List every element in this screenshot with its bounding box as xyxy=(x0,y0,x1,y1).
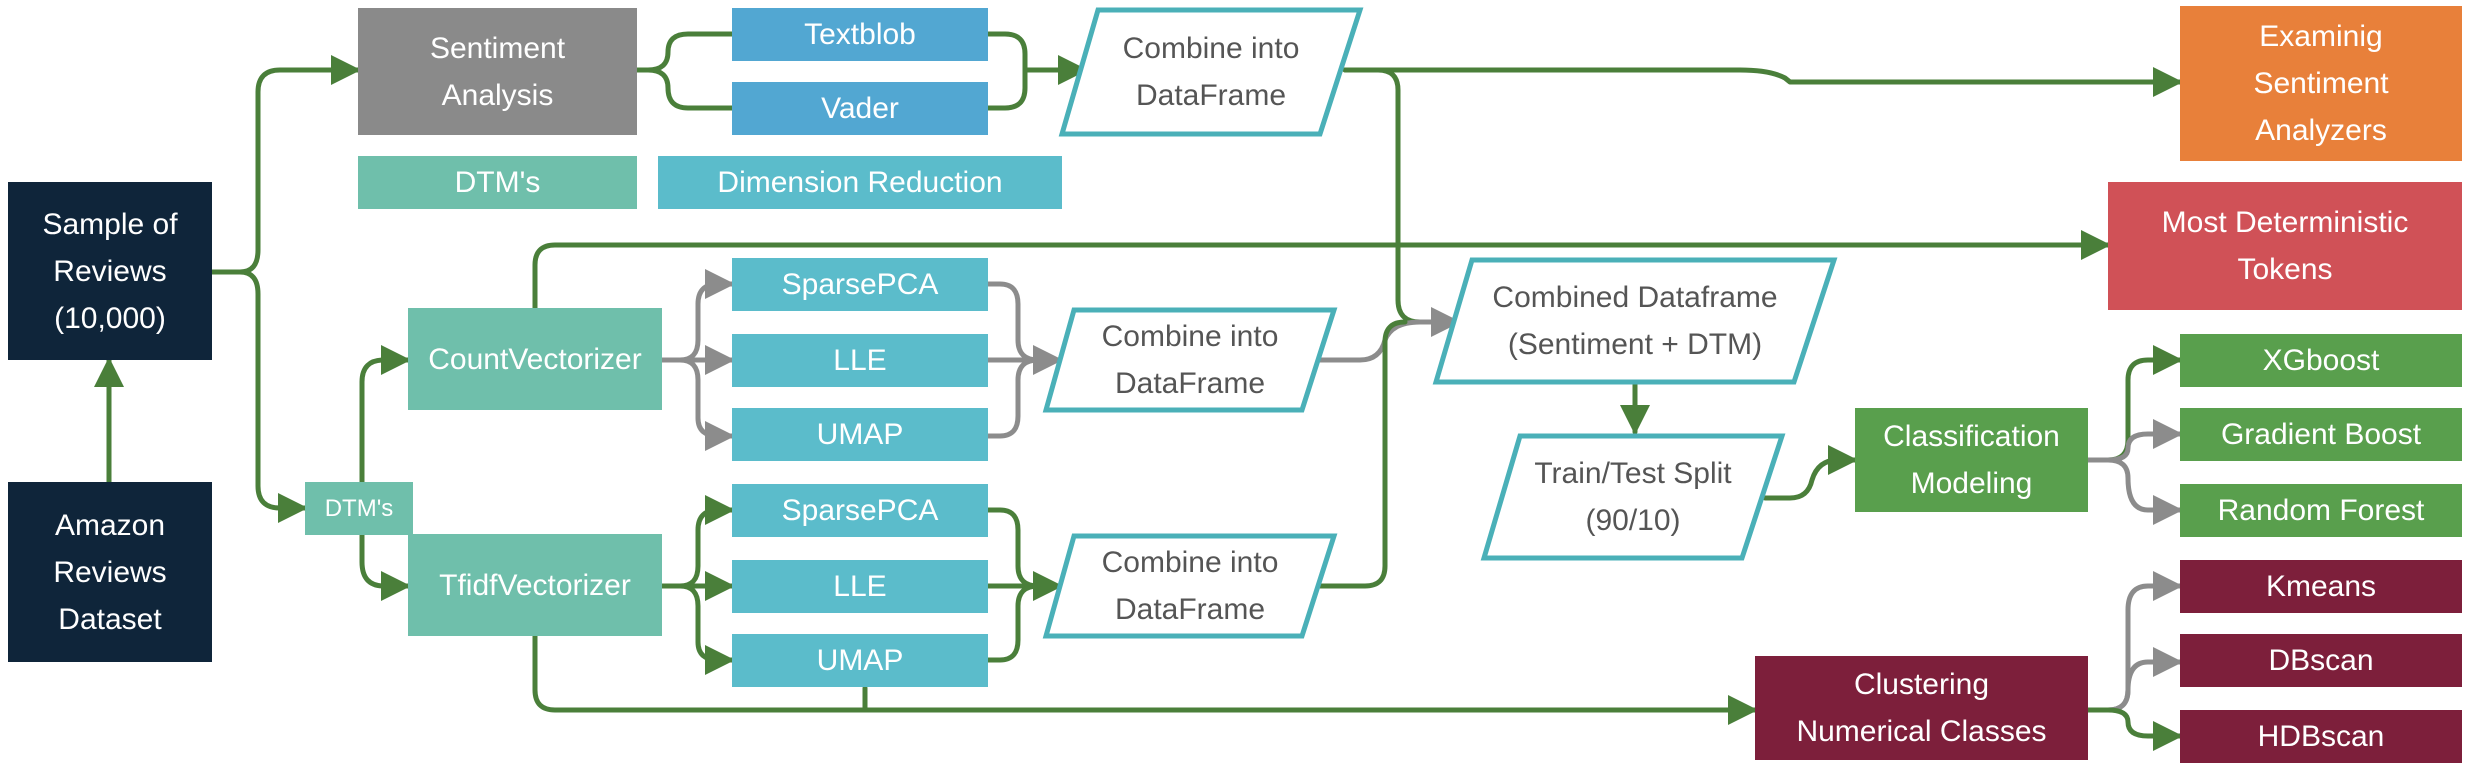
edge-clustering-to-dbscan xyxy=(2085,647,2183,713)
edge-dtms-to-count xyxy=(359,345,411,511)
edge-umap1-to-combine xyxy=(985,357,1041,439)
shape-combine-tfidf xyxy=(1042,533,1338,639)
edge-tfidf-to-umap xyxy=(659,583,735,675)
legend-dimension-reduction: Dimension Reduction xyxy=(658,156,1062,209)
node-vader: Vader xyxy=(732,82,988,135)
node-lle-count: LLE xyxy=(732,334,988,387)
node-count-vectorizer: CountVectorizer xyxy=(408,308,662,410)
node-train-test-split: Train/Test Split (90/10) xyxy=(1534,457,1732,537)
node-sentiment-analysis: Sentiment Analysis xyxy=(358,8,637,135)
edge-clustering-to-kmeans xyxy=(2085,571,2183,713)
node-combine-into-dataframe-tfidf: Combine into DataFrame xyxy=(1101,546,1279,626)
node-combine-into-dataframe-sentiment: Combine into DataFrame xyxy=(1122,32,1300,112)
edge-vader-to-combine xyxy=(985,67,1028,111)
edge-combine-tfidf-to-combined-df xyxy=(1317,319,1408,589)
shape-combine-count xyxy=(1042,307,1338,413)
node-tfidf-vectorizer: TfidfVectorizer xyxy=(408,534,662,636)
node-dbscan: DBscan xyxy=(2180,634,2462,687)
node-dtms: DTM's xyxy=(305,482,413,535)
shape-combine-sentiment xyxy=(1058,7,1364,137)
edge-tfidf-to-sparsepca xyxy=(659,495,735,589)
edge-umap2-to-combine xyxy=(985,583,1041,663)
edge-sample-to-sentiment xyxy=(207,55,361,275)
node-classification-modeling: Classification Modeling xyxy=(1855,408,2088,512)
edge-count-to-deterministic xyxy=(532,230,2111,311)
node-textblob: Textblob xyxy=(732,8,988,61)
edge-split-to-classification xyxy=(1762,445,1858,501)
shape-combined-dataframe xyxy=(1432,257,1838,385)
node-sparsepca-count: SparsePCA xyxy=(732,258,988,311)
edge-clustering-to-hdbscan xyxy=(2085,707,2183,751)
edge-count-to-sparsepca xyxy=(659,269,735,363)
node-lle-tfidf: LLE xyxy=(732,560,988,613)
edge-dtms-to-tfidf xyxy=(359,505,411,601)
node-xgboost: XGboost xyxy=(2180,334,2462,387)
edge-sentiment-to-vader xyxy=(634,67,735,111)
node-combined-dataframe: Combined Dataframe (Sentiment + DTM) xyxy=(1492,281,1778,361)
node-gradient-boost: Gradient Boost xyxy=(2180,408,2462,461)
node-sparsepca-tfidf: SparsePCA xyxy=(732,484,988,537)
node-amazon-reviews-dataset: Amazon Reviews Dataset xyxy=(8,482,212,662)
node-hdbscan: HDBscan xyxy=(2180,710,2462,763)
node-umap-tfidf: UMAP xyxy=(732,634,988,687)
legend-dtms: DTM's xyxy=(358,156,637,209)
edge-sentiment-to-textblob xyxy=(634,31,735,73)
edge-count-to-umap xyxy=(659,357,735,451)
node-clustering-numerical-classes: Clustering Numerical Classes xyxy=(1755,656,2088,760)
edge-classification-to-forest xyxy=(2085,457,2183,525)
edge-textblob-to-combine xyxy=(985,31,1088,85)
node-examining-sentiment-analyzers: Examinig Sentiment Analyzers xyxy=(2180,6,2462,161)
node-umap-count: UMAP xyxy=(732,408,988,461)
edge-combine-to-examining xyxy=(1342,67,2183,97)
node-random-forest: Random Forest xyxy=(2180,484,2462,537)
edge-tfidf-to-clustering xyxy=(532,631,1758,725)
node-most-deterministic-tokens: Most Deterministic Tokens xyxy=(2108,182,2462,310)
node-kmeans: Kmeans xyxy=(2180,560,2462,613)
node-sample-of-reviews: Sample of Reviews (10,000) xyxy=(8,182,212,360)
shape-train-test-split xyxy=(1480,433,1786,561)
edge-classification-to-gradient xyxy=(2085,419,2183,463)
edge-classification-to-xgboost xyxy=(2085,345,2183,463)
edge-sample-to-dtms xyxy=(207,269,308,523)
node-combine-into-dataframe-count: Combine into DataFrame xyxy=(1101,320,1279,400)
